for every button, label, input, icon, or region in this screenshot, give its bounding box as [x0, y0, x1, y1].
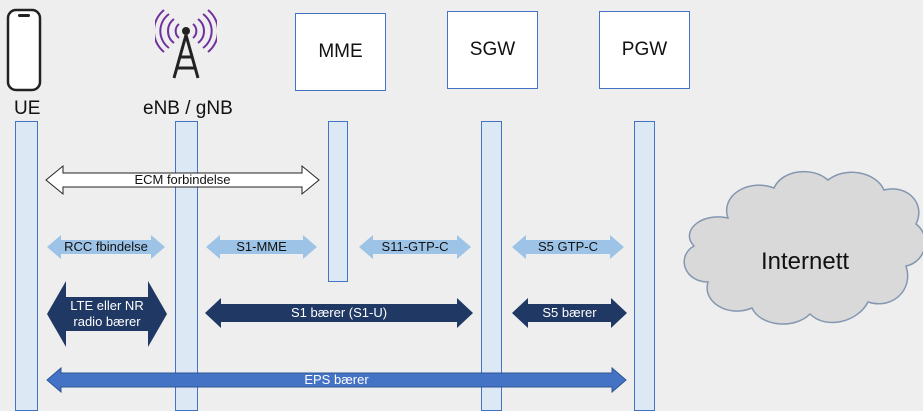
internet-label: Internett [760, 248, 850, 275]
s1-bearer-arrow [205, 298, 473, 328]
radio-bearer-arrow [47, 281, 167, 347]
pgw-node: PGW [599, 11, 690, 89]
sgw-node: SGW [447, 11, 538, 89]
ue-label: UE [14, 98, 41, 119]
s11-arrow [359, 235, 471, 259]
internet-cloud [683, 170, 923, 325]
mme-node: MME [295, 13, 386, 91]
enb-label: eNB / gNB [143, 98, 233, 119]
s5-gtp-arrow [512, 235, 624, 259]
mme-lifeline [328, 121, 348, 282]
phone-icon [6, 8, 42, 92]
cell-tower-icon [155, 9, 217, 79]
rcc-arrow [47, 235, 165, 259]
eps-bearer-arrow [46, 366, 627, 394]
ecm-arrow [45, 164, 320, 196]
s5-bearer-arrow [512, 298, 627, 328]
s1-mme-arrow [206, 235, 317, 259]
